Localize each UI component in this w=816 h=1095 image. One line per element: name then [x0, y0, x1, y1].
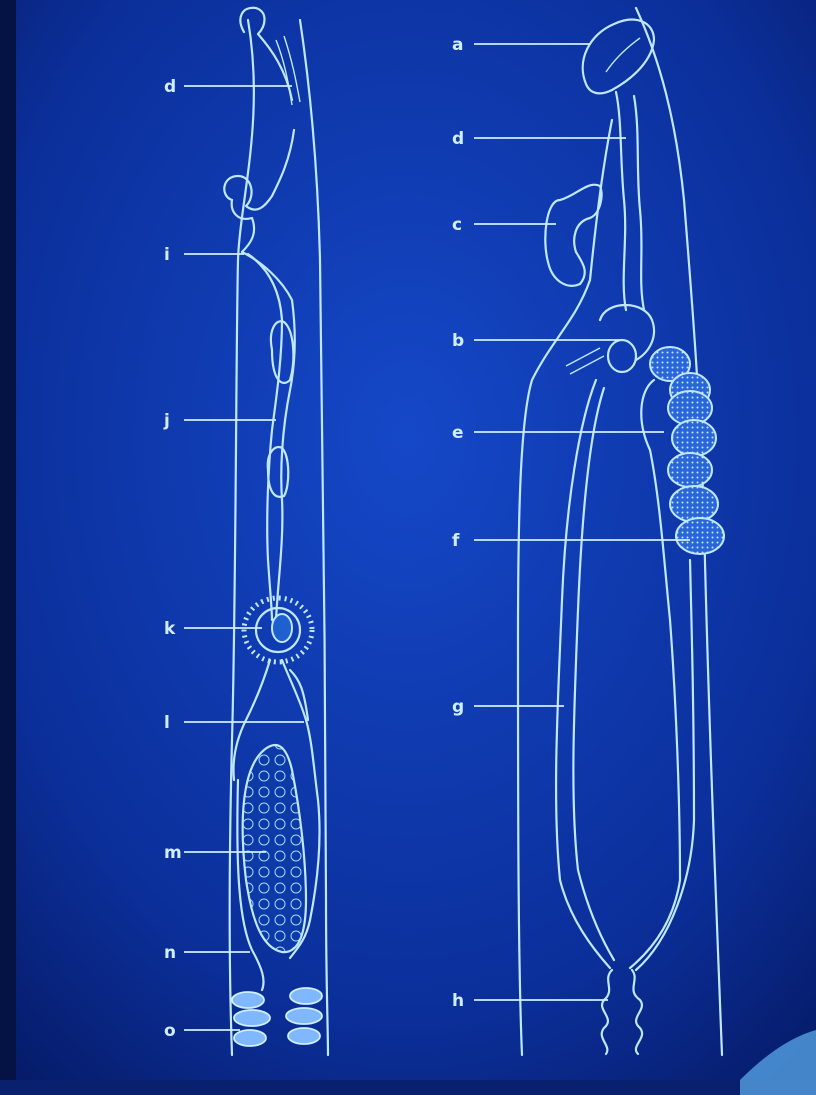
svg-text:j: j	[163, 411, 170, 431]
svg-text:f: f	[452, 531, 460, 551]
svg-text:d: d	[164, 77, 176, 97]
left-edge-shadow	[0, 0, 16, 1095]
svg-text:m: m	[164, 843, 182, 863]
svg-text:b: b	[452, 331, 464, 351]
svg-text:l: l	[164, 713, 170, 733]
svg-text:k: k	[164, 619, 176, 639]
svg-text:a: a	[452, 35, 463, 55]
svg-text:g: g	[452, 697, 464, 717]
svg-text:n: n	[164, 943, 176, 963]
bottom-edge	[0, 1080, 816, 1095]
svg-text:d: d	[452, 129, 464, 149]
svg-text:o: o	[164, 1021, 176, 1041]
svg-text:c: c	[452, 215, 462, 235]
svg-text:h: h	[452, 991, 464, 1011]
svg-text:i: i	[164, 245, 170, 265]
svg-text:e: e	[452, 423, 464, 443]
